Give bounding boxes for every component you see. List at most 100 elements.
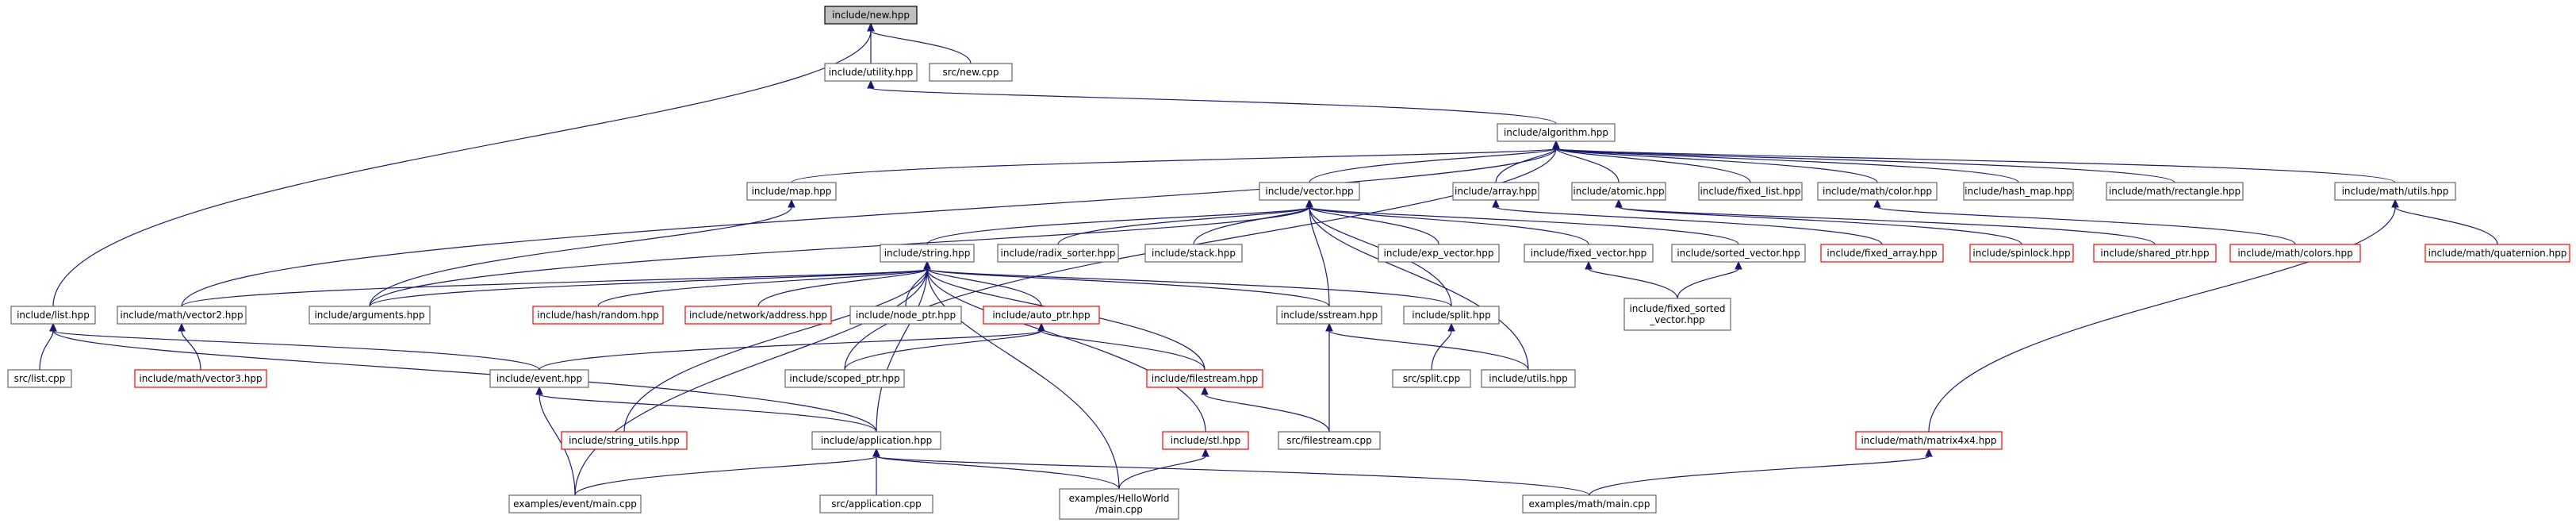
node-src-list-cpp[interactable]: src/list.cpp: [7, 369, 72, 388]
edge-include-atomic-hpp-to-include-algorithm-hpp: [1552, 140, 1620, 183]
node-box: [309, 306, 431, 325]
node-label: src/application.cpp: [831, 498, 921, 510]
edge-include-string-hpp-to-include-vector-hpp: [926, 198, 1313, 245]
node-include-stack-hpp[interactable]: include/stack.hpp: [1144, 244, 1243, 263]
node-include-sorted-vector-hpp[interactable]: include/sorted_vector.hpp: [1671, 244, 1806, 263]
edge-include-sstream-hpp-to-include-vector-hpp: [1305, 198, 1330, 307]
node-include-scoped-ptr-hpp[interactable]: include/scoped_ptr.hpp: [784, 369, 905, 388]
node-label: include/utils.hpp: [1489, 373, 1567, 384]
node-src-new-cpp[interactable]: src/new.cpp: [929, 63, 1013, 82]
node-label: include/list.hpp: [17, 310, 90, 321]
node-box: [1522, 494, 1657, 514]
node-include-string-hpp[interactable]: include/string.hpp: [880, 244, 975, 263]
node-src-split-cpp[interactable]: src/split.cpp: [1392, 369, 1471, 388]
edge-include-math-color-hpp-to-include-algorithm-hpp: [1552, 140, 1878, 183]
node-include-math-vector2-hpp[interactable]: include/math/vector2.hpp: [117, 306, 247, 325]
node-include-fixed-sorted-vector-hpp[interactable]: include/fixed_sorted_vector.hpp: [1623, 298, 1731, 331]
node-label: examples/HelloWorld: [1069, 493, 1170, 504]
edge-include-event-hpp-to-include-auto-ptr-hpp: [539, 322, 1045, 371]
node-include-auto-ptr-hpp[interactable]: include/auto_ptr.hpp: [983, 306, 1100, 325]
node-include-arguments-hpp[interactable]: include/arguments.hpp: [309, 306, 431, 325]
node-box: [117, 306, 247, 325]
edge-include-list-hpp-to-include-new-hpp: [52, 22, 875, 307]
node-examples-event-main-cpp[interactable]: examples/event/main.cpp: [508, 494, 642, 514]
node-include-array-hpp[interactable]: include/array.hpp: [1452, 182, 1539, 201]
node-include-algorithm-hpp[interactable]: include/algorithm.hpp: [1497, 123, 1616, 142]
node-src-filestream-cpp[interactable]: src/filestream.cpp: [1278, 431, 1381, 450]
node-box: [1278, 431, 1381, 450]
node-examples-helloworld-main-cpp[interactable]: examples/HelloWorld/main.cpp: [1059, 488, 1179, 520]
node-include-fixed-array-hpp[interactable]: include/fixed_array.hpp: [1820, 244, 1944, 263]
node-label: include/new.hpp: [832, 10, 910, 21]
node-label: include/math/vector3.hpp: [139, 373, 262, 384]
node-box: [2229, 244, 2361, 263]
node-include-filestream-hpp[interactable]: include/filestream.hpp: [1146, 369, 1263, 388]
node-box: [824, 63, 918, 82]
edge-examples-math-main-cpp-to-include-math-matrix4x4-hpp: [1589, 448, 1933, 496]
edge-include-exp-vector-hpp-to-include-vector-hpp: [1305, 198, 1439, 245]
node-include-math-rectangle-hpp[interactable]: include/math/rectangle.hpp: [2106, 182, 2244, 201]
node-box: [10, 306, 96, 325]
node-examples-math-main-cpp[interactable]: examples/math/main.cpp: [1522, 494, 1657, 514]
node-include-fixed-vector-hpp[interactable]: include/fixed_vector.hpp: [1524, 244, 1654, 263]
node-label: include/math/colors.hpp: [2237, 248, 2352, 259]
node-box: [784, 369, 905, 388]
edge-include-map-hpp-to-include-algorithm-hpp: [791, 140, 1560, 183]
edge-include-math-colors-hpp-to-include-math-color-hpp: [1873, 198, 2296, 245]
node-include-hash-map-hpp[interactable]: include/hash_map.hpp: [1963, 182, 2074, 201]
node-include-atomic-hpp[interactable]: include/atomic.hpp: [1571, 182, 1666, 201]
node-include-radix-sorter-hpp[interactable]: include/radix_sorter.hpp: [997, 244, 1119, 263]
node-label: include/filestream.hpp: [1152, 373, 1259, 384]
node-include-node-ptr-hpp[interactable]: include/node_ptr.hpp: [849, 306, 962, 325]
node-box: [1162, 431, 1249, 450]
node-box: [880, 244, 975, 263]
node-include-utils-hpp[interactable]: include/utils.hpp: [1481, 369, 1576, 388]
node-include-network-address-hpp[interactable]: include/network/address.hpp: [684, 306, 832, 325]
node-box: [1817, 182, 1938, 201]
node-include-event-hpp[interactable]: include/event.hpp: [489, 369, 589, 388]
node-include-math-quaternion-hpp[interactable]: include/math/quaternion.hpp: [2425, 244, 2570, 263]
node-box: [684, 306, 832, 325]
node-box: [1623, 298, 1731, 331]
node-include-stl-hpp[interactable]: include/stl.hpp: [1162, 431, 1249, 450]
node-include-math-utils-hpp[interactable]: include/math/utils.hpp: [2334, 182, 2456, 201]
node-include-math-vector3-hpp[interactable]: include/math/vector3.hpp: [134, 369, 267, 388]
node-include-shared-ptr-hpp[interactable]: include/shared_ptr.hpp: [2093, 244, 2217, 263]
edge-include-math-vector3-hpp-to-include-math-vector2-hpp: [178, 322, 201, 371]
node-label: include/stack.hpp: [1152, 248, 1236, 259]
node-include-math-colors-hpp[interactable]: include/math/colors.hpp: [2229, 244, 2361, 263]
node-include-fixed-list-hpp[interactable]: include/fixed_list.hpp: [1698, 182, 1803, 201]
node-box: [1146, 369, 1263, 388]
node-label: include/fixed_vector.hpp: [1531, 248, 1646, 259]
node-box: [1452, 182, 1539, 201]
node-label: _vector.hpp: [1649, 314, 1705, 325]
node-include-exp-vector-hpp[interactable]: include/exp_vector.hpp: [1378, 244, 1500, 263]
node-include-string-utils-hpp[interactable]: include/string_utils.hpp: [561, 431, 688, 450]
node-include-vector-hpp[interactable]: include/vector.hpp: [1259, 182, 1360, 201]
node-box: [489, 369, 589, 388]
node-box: [929, 63, 1013, 82]
node-include-utility-hpp[interactable]: include/utility.hpp: [824, 63, 918, 82]
node-include-list-hpp[interactable]: include/list.hpp: [10, 306, 96, 325]
edge-include-array-hpp-to-include-algorithm-hpp: [1495, 140, 1560, 183]
edge-examples-helloworld-main-cpp-to-include-application-hpp: [872, 448, 1120, 490]
node-include-math-color-hpp[interactable]: include/math/color.hpp: [1817, 182, 1938, 201]
node-include-split-hpp[interactable]: include/split.hpp: [1403, 306, 1500, 325]
node-src-application-cpp[interactable]: src/application.cpp: [819, 494, 933, 514]
node-include-hash-random-hpp[interactable]: include/hash/random.hpp: [532, 306, 664, 325]
node-include-math-matrix4x4-hpp[interactable]: include/math/matrix4x4.hpp: [1855, 431, 2003, 450]
node-label: include/sstream.hpp: [1281, 310, 1378, 321]
edge-examples-event-main-cpp-to-include-event-hpp: [535, 386, 576, 496]
node-include-spinlock-hpp[interactable]: include/spinlock.hpp: [1969, 244, 2074, 263]
node-include-new-hpp[interactable]: include/new.hpp: [824, 6, 918, 25]
node-box: [1820, 244, 1944, 263]
node-include-map-hpp[interactable]: include/map.hpp: [746, 182, 837, 201]
node-include-sstream-hpp[interactable]: include/sstream.hpp: [1276, 306, 1382, 325]
node-label: include/string.hpp: [884, 248, 971, 259]
node-box: [134, 369, 267, 388]
node-label: include/shared_ptr.hpp: [2100, 248, 2209, 259]
node-include-application-hpp[interactable]: include/application.hpp: [811, 431, 941, 450]
node-box: [811, 431, 941, 450]
edge-include-math-matrix4x4-hpp-to-include-math-utils-hpp: [1928, 198, 2399, 433]
